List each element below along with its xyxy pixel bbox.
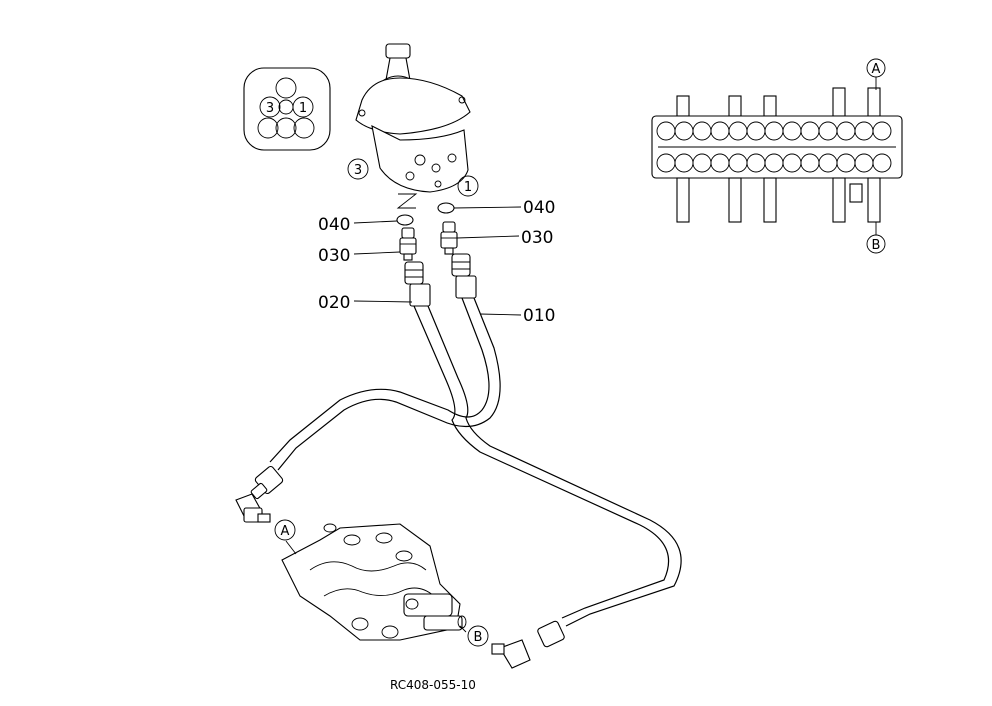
label-030-right: 030 xyxy=(521,228,553,248)
o-ring-right xyxy=(437,202,455,214)
valve-port-b-label: B xyxy=(474,630,483,645)
label-020: 020 xyxy=(318,293,350,313)
adapter-left xyxy=(399,227,417,261)
label-010: 010 xyxy=(523,306,555,326)
adapter-right xyxy=(440,221,458,255)
inset-port-1-label: 1 xyxy=(299,101,307,116)
break-symbol xyxy=(396,193,418,209)
label-030-left: 030 xyxy=(318,246,350,266)
port-3-label: 3 xyxy=(354,163,362,178)
detail-b-label: B xyxy=(872,238,881,253)
part-callouts: 040 040 030 030 020 010 xyxy=(318,198,555,326)
valve-detail-view: A B xyxy=(651,58,903,254)
label-040-left: 040 xyxy=(318,215,350,235)
hose-end-lower-right xyxy=(491,620,565,669)
label-040-right: 040 xyxy=(523,198,555,218)
detail-a-label: A xyxy=(872,62,881,77)
pilot-valve: 3 1 xyxy=(347,43,479,197)
inset-port-3-label: 3 xyxy=(266,101,274,116)
hose-fitting-left xyxy=(404,261,431,307)
valve-port-a-label: A xyxy=(281,524,290,539)
drawing-code: RC408-055-10 xyxy=(390,678,476,692)
hose-010 xyxy=(269,297,501,471)
port-pattern-inset: 3 1 xyxy=(243,67,331,151)
port-1-label: 1 xyxy=(464,180,472,195)
hose-end-lower-left xyxy=(235,465,284,523)
hose-020 xyxy=(413,305,682,627)
control-valve xyxy=(281,523,467,641)
o-ring-left xyxy=(396,214,414,226)
hose-fitting-right xyxy=(451,253,477,299)
